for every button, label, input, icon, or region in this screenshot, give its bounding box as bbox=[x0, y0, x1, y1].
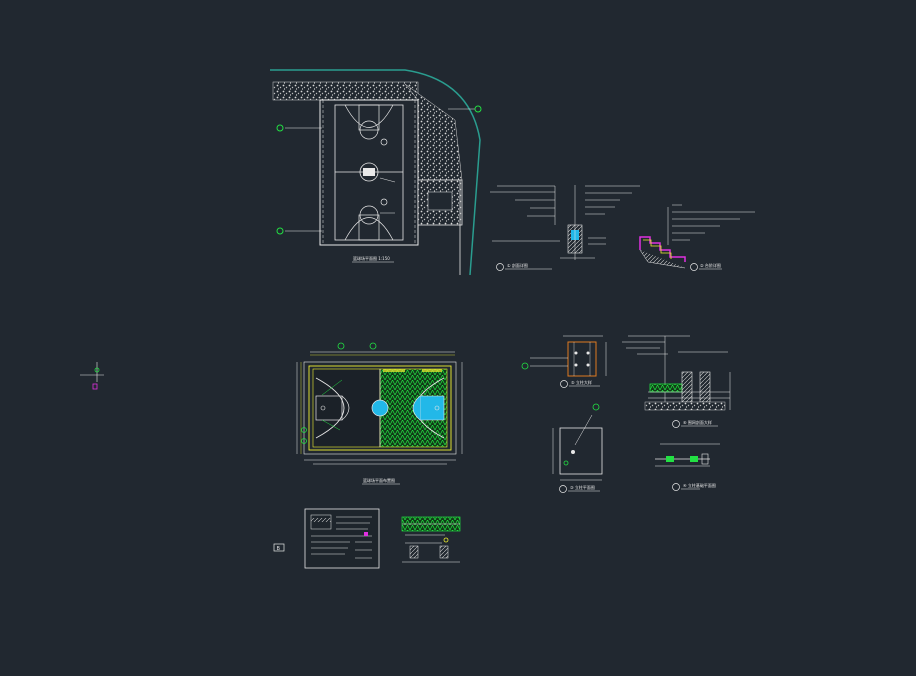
section-2-title: ② 台阶详图 bbox=[700, 262, 721, 268]
court-plan-top[interactable]: 篮球场平面图 1:150 bbox=[270, 69, 482, 276]
section-detail-1[interactable]: ① 剖面详图 bbox=[490, 185, 640, 271]
section-4-title: ④ 立柱基础平面图 bbox=[683, 482, 716, 488]
court-layout-plan[interactable]: 篮球场平面布置图 bbox=[296, 342, 463, 485]
thumbnail-sheet-notes[interactable] bbox=[304, 508, 380, 569]
court-plan-title: 篮球场平面图 1:150 bbox=[353, 255, 390, 261]
section-detail-3-post-plan[interactable]: ③ 立柱平面图 bbox=[552, 403, 603, 493]
section-1-title: ① 剖面详图 bbox=[507, 262, 528, 268]
small-symbol-left[interactable] bbox=[80, 362, 104, 390]
thumbnail-sheet-fence[interactable] bbox=[401, 516, 461, 563]
section-5-title: ⑤ 立柱大样 bbox=[571, 379, 592, 385]
section-detail-6-fence[interactable]: ⑥ 围网剖面大样 bbox=[622, 335, 731, 428]
section-3-title: ③ 立柱平面图 bbox=[570, 484, 595, 490]
sheet-marker[interactable]: B bbox=[273, 543, 285, 552]
section-detail-2-stairs[interactable]: ② 台阶详图 bbox=[639, 204, 755, 271]
court-layout-title: 篮球场平面布置图 bbox=[363, 477, 395, 483]
section-6-title: ⑥ 围网剖面大样 bbox=[683, 419, 712, 425]
section-detail-4-foundation[interactable]: ④ 立柱基础平面图 bbox=[655, 443, 720, 491]
sheet-marker-label: B bbox=[277, 546, 281, 552]
section-detail-5-post[interactable]: ⑤ 立柱大样 bbox=[521, 335, 607, 388]
